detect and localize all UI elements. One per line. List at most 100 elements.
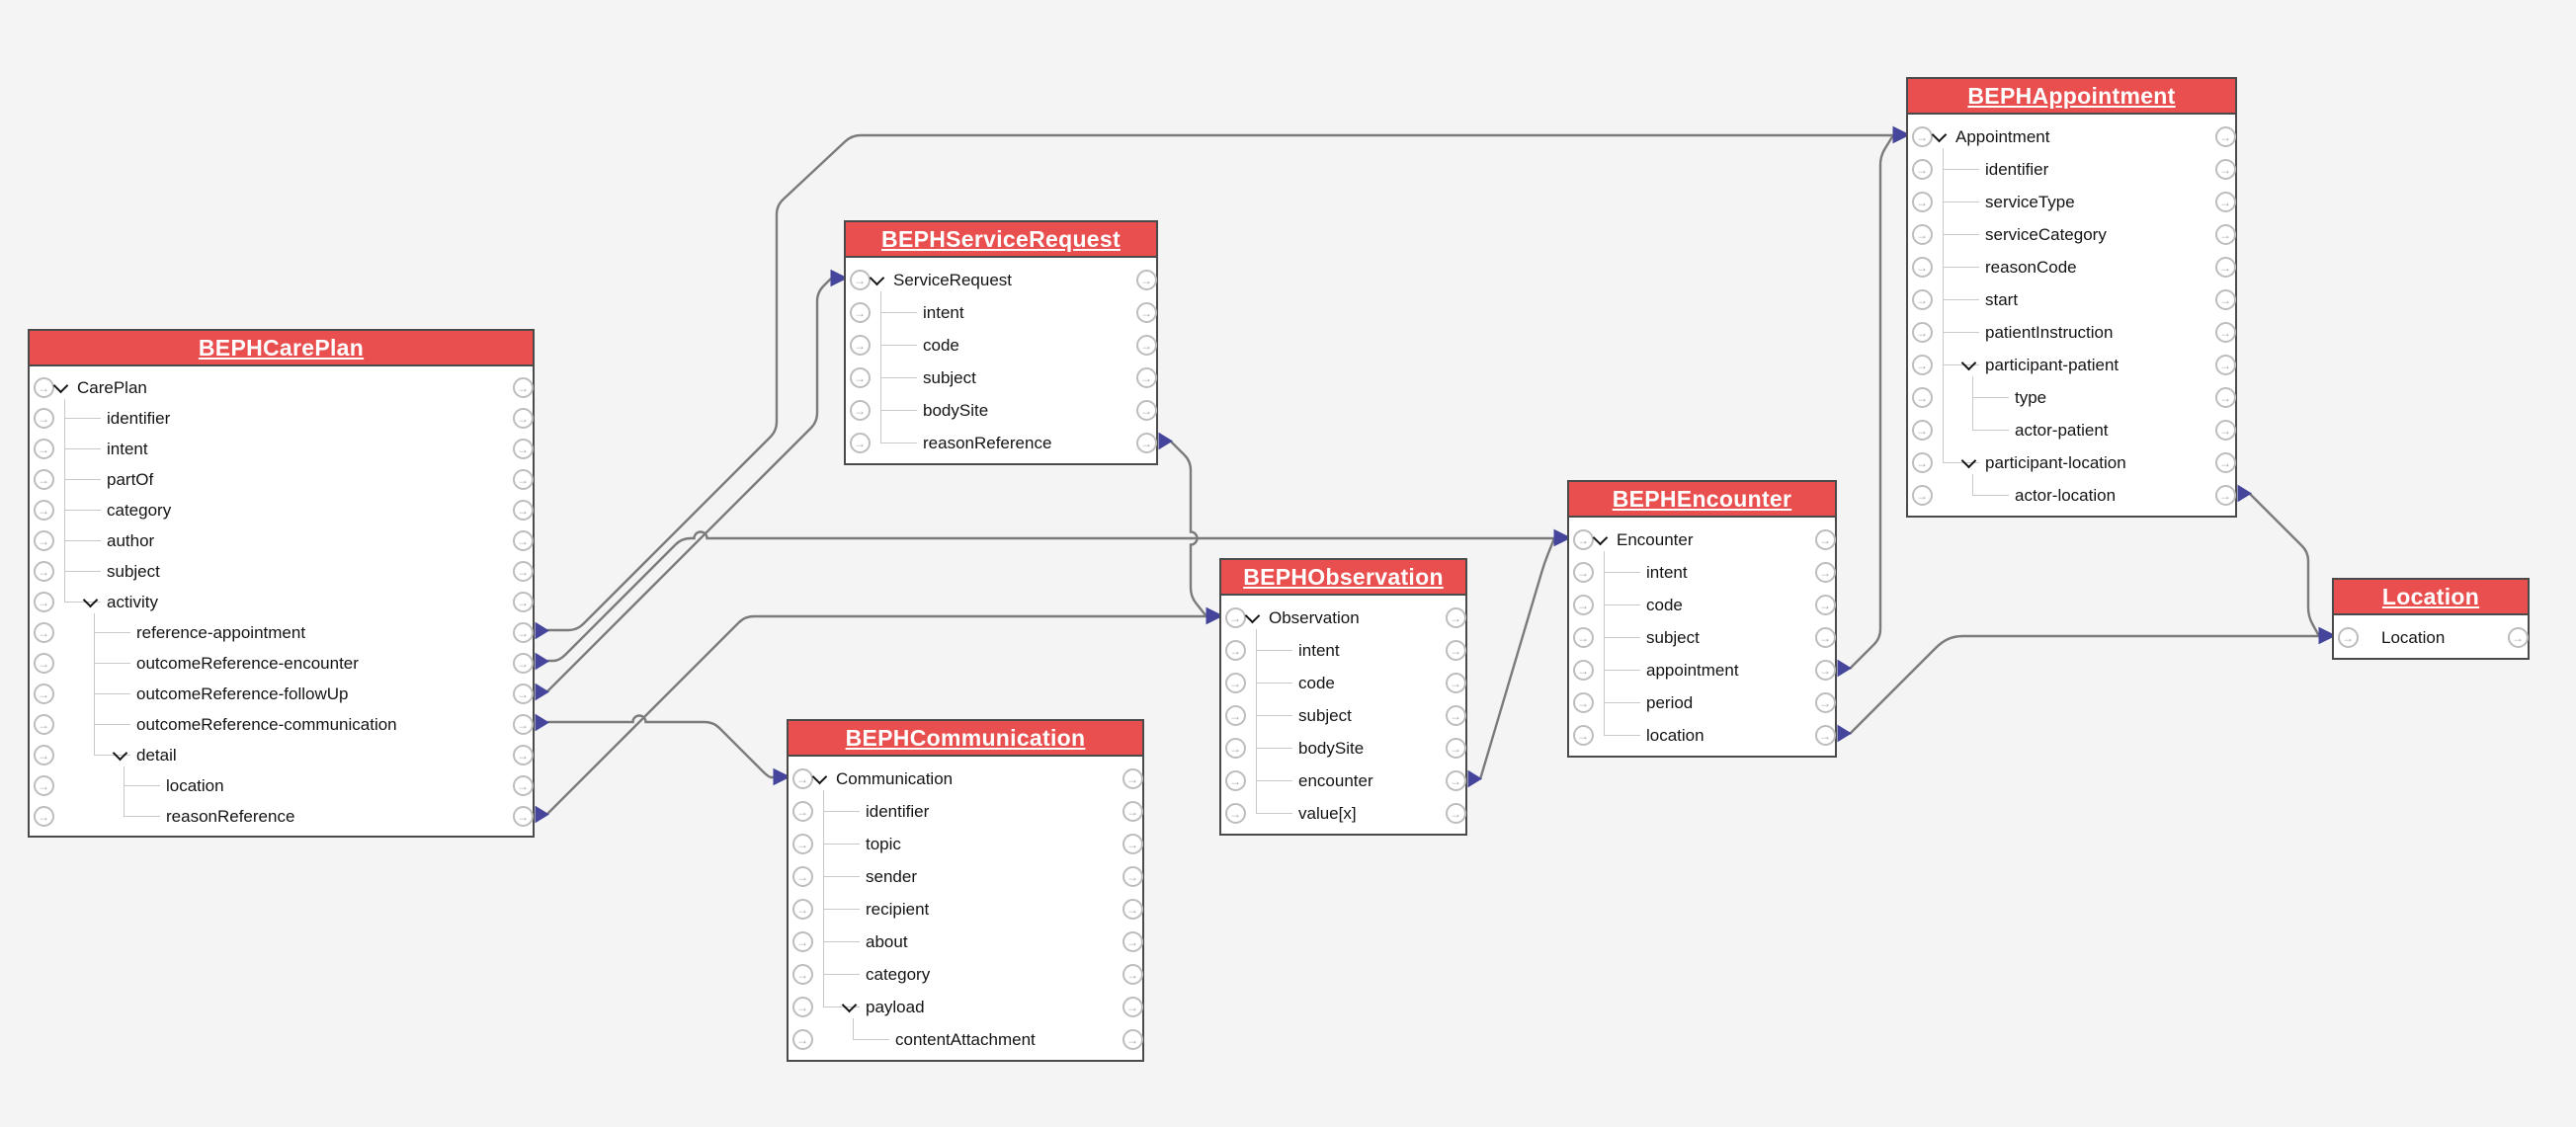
connector-port-left-icon[interactable]: →	[1911, 387, 1933, 408]
row-servicerequest-code[interactable]: code	[923, 335, 959, 355]
chevron-down-icon[interactable]	[1244, 607, 1261, 623]
connector-port-left-icon[interactable]: →	[849, 335, 871, 356]
row-appointment-Appointment[interactable]: Appointment	[1955, 126, 2050, 146]
connector-port-left-icon[interactable]: →	[791, 931, 813, 952]
connector-port-right-icon[interactable]: →	[512, 745, 534, 765]
row-appointment-identifier[interactable]: identifier	[1985, 159, 2049, 179]
connector-port-left-icon[interactable]: →	[791, 768, 813, 789]
connector-port-left-icon[interactable]: →	[1224, 705, 1246, 726]
connector-port-left-icon[interactable]: →	[1224, 738, 1246, 759]
connector-port-right-icon[interactable]: →	[1814, 660, 1836, 681]
connector-port-right-icon[interactable]: →	[1135, 367, 1157, 388]
row-appointment-patientInstruction[interactable]: patientInstruction	[1985, 322, 2114, 342]
connector-port-left-icon[interactable]: →	[33, 500, 54, 521]
row-appointment-participant-location[interactable]: participant-location	[1985, 452, 2126, 472]
row-servicerequest-subject[interactable]: subject	[923, 367, 976, 387]
connector-port-left-icon[interactable]: →	[33, 684, 54, 704]
connector-port-left-icon[interactable]: →	[1911, 257, 1933, 278]
row-appointment-serviceCategory[interactable]: serviceCategory	[1985, 224, 2107, 244]
connector-port-left-icon[interactable]: →	[791, 1029, 813, 1050]
connector-port-right-icon[interactable]: →	[1135, 335, 1157, 356]
chevron-down-icon[interactable]	[52, 377, 69, 393]
row-observation-value[x][interactable]: value[x]	[1298, 803, 1357, 823]
row-careplan-category[interactable]: category	[107, 500, 172, 520]
connector-port-right-icon[interactable]: →	[1445, 803, 1466, 824]
connector-port-left-icon[interactable]: →	[1224, 607, 1246, 628]
row-appointment-start[interactable]: start	[1985, 289, 2019, 309]
connector-port-left-icon[interactable]: →	[1224, 803, 1246, 824]
box-title-servicerequest[interactable]: BEPHServiceRequest	[846, 222, 1156, 258]
row-careplan-reasonReference[interactable]: reasonReference	[166, 806, 295, 826]
connector-port-right-icon[interactable]: →	[2214, 387, 2236, 408]
connector-port-left-icon[interactable]: →	[33, 775, 54, 796]
row-observation-bodySite[interactable]: bodySite	[1298, 738, 1365, 758]
row-careplan-outcomeReference-followUp[interactable]: outcomeReference-followUp	[136, 684, 349, 703]
row-communication-topic[interactable]: topic	[866, 834, 901, 853]
connector-port-right-icon[interactable]: →	[512, 714, 534, 735]
row-encounter-Encounter[interactable]: Encounter	[1617, 529, 1694, 549]
connector-port-left-icon[interactable]: →	[1911, 289, 1933, 310]
connector-port-left-icon[interactable]: →	[1572, 725, 1594, 746]
connector-port-right-icon[interactable]: →	[2214, 192, 2236, 212]
connector-port-left-icon[interactable]: →	[1911, 192, 1933, 212]
connector-port-left-icon[interactable]: →	[1911, 322, 1933, 343]
row-careplan-detail[interactable]: detail	[136, 745, 177, 765]
connector-port-right-icon[interactable]: →	[1445, 705, 1466, 726]
box-title-observation[interactable]: BEPHObservation	[1221, 560, 1465, 596]
connector-port-left-icon[interactable]: →	[1911, 159, 1933, 180]
connector-port-right-icon[interactable]: →	[1445, 607, 1466, 628]
row-communication-contentAttachment[interactable]: contentAttachment	[895, 1029, 1036, 1049]
connector-port-left-icon[interactable]: →	[849, 433, 871, 453]
connector-port-left-icon[interactable]: →	[849, 270, 871, 290]
row-careplan-activity[interactable]: activity	[107, 592, 158, 611]
connector-port-right-icon[interactable]: →	[2214, 126, 2236, 147]
connector-port-left-icon[interactable]: →	[849, 302, 871, 323]
box-title-location[interactable]: Location	[2334, 580, 2528, 615]
row-careplan-subject[interactable]: subject	[107, 561, 160, 581]
row-encounter-period[interactable]: period	[1646, 692, 1694, 712]
row-servicerequest-ServiceRequest[interactable]: ServiceRequest	[893, 270, 1013, 289]
connector-port-left-icon[interactable]: →	[33, 469, 54, 490]
connector-port-right-icon[interactable]: →	[512, 500, 534, 521]
connector-port-right-icon[interactable]: →	[2214, 485, 2236, 506]
row-observation-intent[interactable]: intent	[1298, 640, 1340, 660]
connector-port-right-icon[interactable]: →	[1445, 770, 1466, 791]
row-appointment-actor-patient[interactable]: actor-patient	[2015, 420, 2109, 440]
row-observation-subject[interactable]: subject	[1298, 705, 1352, 725]
connector-port-right-icon[interactable]: →	[1135, 433, 1157, 453]
chevron-down-icon[interactable]	[82, 592, 99, 607]
chevron-down-icon[interactable]	[1960, 452, 1977, 468]
connector-port-right-icon[interactable]: →	[2214, 159, 2236, 180]
row-servicerequest-bodySite[interactable]: bodySite	[923, 400, 989, 420]
connector-port-left-icon[interactable]: →	[791, 801, 813, 822]
row-observation-code[interactable]: code	[1298, 673, 1335, 692]
row-servicerequest-intent[interactable]: intent	[923, 302, 964, 322]
connector-port-left-icon[interactable]: →	[1572, 660, 1594, 681]
connector-port-right-icon[interactable]: →	[1445, 640, 1466, 661]
row-communication-payload[interactable]: payload	[866, 997, 925, 1016]
connector-port-right-icon[interactable]: →	[1814, 725, 1836, 746]
row-encounter-appointment[interactable]: appointment	[1646, 660, 1739, 680]
connector-port-left-icon[interactable]: →	[33, 653, 54, 674]
connector-port-left-icon[interactable]: →	[1224, 673, 1246, 693]
row-communication-category[interactable]: category	[866, 964, 931, 984]
connector-port-left-icon[interactable]: →	[33, 561, 54, 582]
row-appointment-reasonCode[interactable]: reasonCode	[1985, 257, 2077, 277]
connector-port-right-icon[interactable]: →	[2214, 355, 2236, 375]
row-communication-identifier[interactable]: identifier	[866, 801, 930, 821]
row-observation-Observation[interactable]: Observation	[1269, 607, 1360, 627]
connector-port-right-icon[interactable]: →	[1122, 801, 1143, 822]
connector-port-left-icon[interactable]: →	[791, 997, 813, 1017]
connector-port-left-icon[interactable]: →	[33, 408, 54, 429]
connector-port-left-icon[interactable]: →	[1572, 562, 1594, 583]
connector-port-right-icon[interactable]: →	[2214, 257, 2236, 278]
connector-port-left-icon[interactable]: →	[1572, 627, 1594, 648]
connector-port-left-icon[interactable]: →	[1572, 595, 1594, 615]
row-careplan-outcomeReference-communication[interactable]: outcomeReference-communication	[136, 714, 397, 734]
box-title-careplan[interactable]: BEPHCarePlan	[30, 331, 533, 366]
connector-port-right-icon[interactable]: →	[1122, 834, 1143, 854]
connector-port-left-icon[interactable]: →	[1911, 452, 1933, 473]
connector-port-left-icon[interactable]: →	[33, 439, 54, 459]
row-careplan-partOf[interactable]: partOf	[107, 469, 154, 489]
connector-port-left-icon[interactable]: →	[791, 866, 813, 887]
